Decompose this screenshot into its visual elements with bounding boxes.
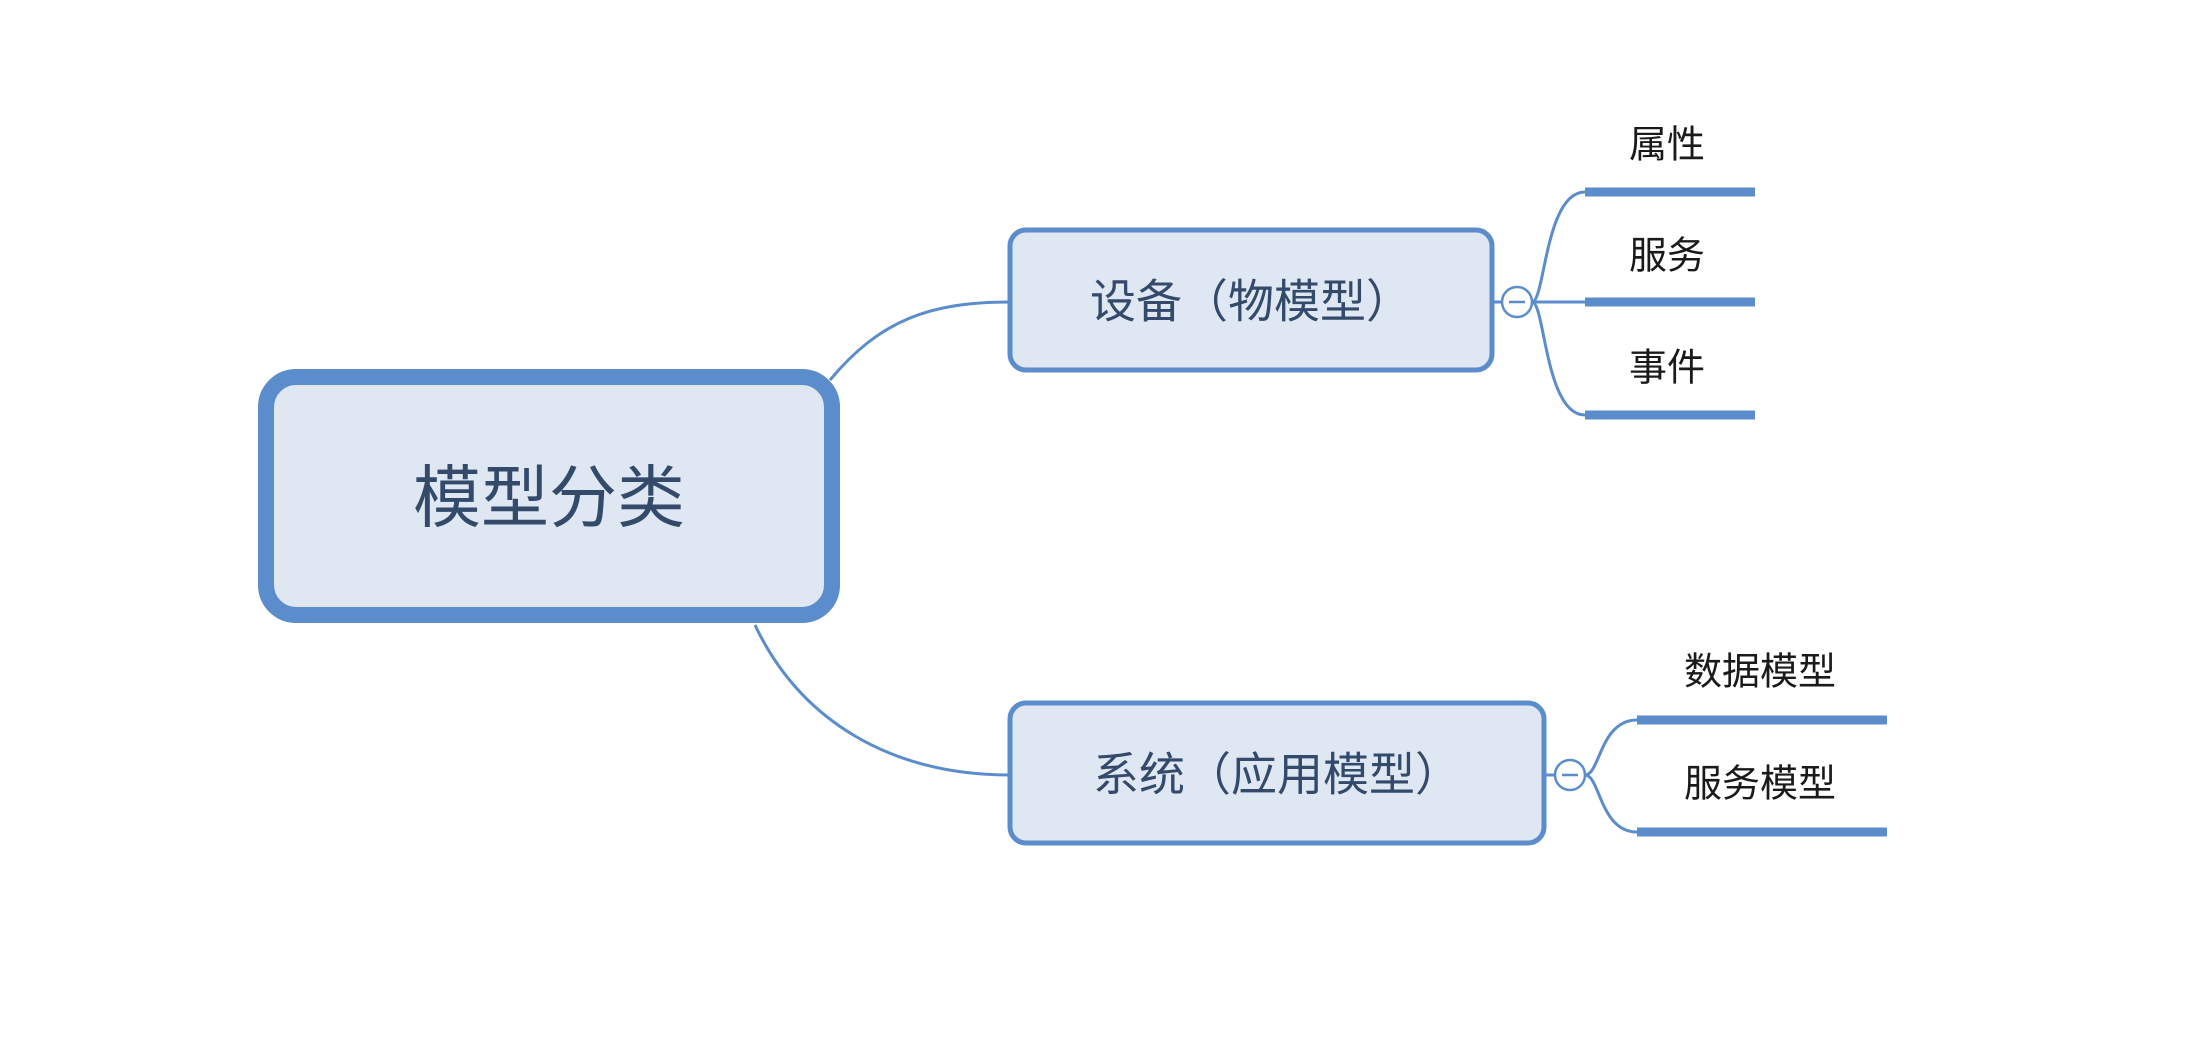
connector-root-branch-1: [828, 300, 1011, 381]
leaf-node-data-model[interactable]: 数据模型: [1637, 650, 1887, 725]
connector-branch-1-leaf-3: [1531, 300, 1586, 417]
connector-branch-2-leaf-1: [1584, 718, 1638, 777]
connector-branch-2-leaf-2: [1584, 773, 1638, 834]
branch-node-system[interactable]: 系统（应用模型）: [1007, 700, 1547, 846]
leaf-node-label: 属性: [1629, 123, 1705, 167]
leaf-node-label: 事件: [1629, 346, 1705, 390]
connector-root-branch-2: [753, 624, 1011, 777]
collapse-toggle-system[interactable]: [1553, 758, 1587, 792]
leaf-node-label: 数据模型: [1684, 650, 1836, 694]
leaf-node-service-model[interactable]: 服务模型: [1637, 762, 1887, 837]
root-node-label: 模型分类: [413, 460, 685, 539]
branch-node-system-label: 系统（应用模型）: [1093, 748, 1461, 802]
connector-branch-1-leaf-1: [1531, 190, 1586, 304]
root-node[interactable]: 模型分类: [258, 369, 840, 623]
leaf-node-service[interactable]: 服务: [1585, 234, 1755, 307]
leaf-node-label: 服务: [1629, 234, 1705, 278]
collapse-toggle-device[interactable]: [1500, 285, 1534, 319]
leaf-node-label: 服务模型: [1684, 762, 1836, 806]
branch-node-device-label: 设备（物模型）: [1090, 275, 1412, 329]
leaf-node-event[interactable]: 事件: [1585, 346, 1755, 420]
leaf-node-attribute[interactable]: 属性: [1585, 123, 1755, 197]
branch-node-device[interactable]: 设备（物模型）: [1007, 227, 1495, 373]
